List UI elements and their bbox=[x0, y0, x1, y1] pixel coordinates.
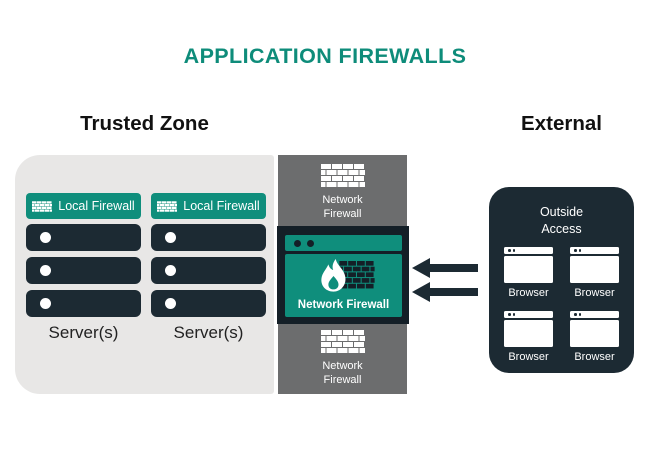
traffic-arrow-left-icon bbox=[412, 281, 478, 302]
window-dot-icon bbox=[578, 313, 581, 316]
browser-body bbox=[570, 255, 619, 283]
led-dot-icon bbox=[165, 298, 176, 309]
local-firewall-badge: Local Firewall bbox=[26, 193, 141, 219]
server-bar bbox=[26, 290, 141, 317]
browser-window: Browser bbox=[570, 246, 619, 299]
server-bar bbox=[151, 257, 266, 284]
arrowhead-icon bbox=[412, 257, 430, 278]
brick-wall-icon bbox=[320, 164, 365, 187]
external-zone-heading: External bbox=[521, 112, 602, 135]
outside-access-title: Outside Access bbox=[539, 205, 584, 236]
browser-label: Browser bbox=[574, 286, 615, 299]
trusted-zone-heading: Trusted Zone bbox=[80, 112, 209, 135]
local-firewall-label: Local Firewall bbox=[58, 199, 135, 213]
outside-access-box: Outside Access Browser Browser Bro bbox=[489, 187, 634, 373]
server-bar bbox=[26, 224, 141, 251]
window-dot-icon bbox=[508, 313, 511, 316]
traffic-arrow-left-icon bbox=[412, 257, 478, 278]
led-dot-icon bbox=[165, 265, 176, 276]
browser-window: Browser bbox=[570, 310, 619, 363]
firewall-flame-icon bbox=[313, 255, 375, 299]
server-bar bbox=[26, 257, 141, 284]
network-firewall-label: Network Firewall bbox=[322, 194, 363, 221]
brick-wall-icon bbox=[157, 200, 178, 212]
brick-wall-icon bbox=[320, 330, 365, 353]
trusted-zone-box: Local Firewall Server(s) Local Firewall bbox=[15, 155, 274, 394]
browser-body bbox=[504, 255, 553, 283]
window-dot-icon bbox=[574, 313, 577, 316]
browser-body bbox=[570, 319, 619, 347]
window-dot-icon bbox=[512, 249, 515, 252]
server-column-1: Local Firewall Server(s) bbox=[26, 193, 141, 343]
brick-wall-icon bbox=[32, 200, 53, 212]
server-bar bbox=[151, 290, 266, 317]
window-dot-icon bbox=[508, 249, 511, 252]
server-group-label: Server(s) bbox=[173, 323, 244, 342]
browser-titlebar bbox=[570, 246, 619, 254]
local-firewall-label: Local Firewall bbox=[183, 199, 260, 213]
server-column-2: Local Firewall Server(s) bbox=[151, 193, 266, 343]
browser-body bbox=[504, 319, 553, 347]
local-firewall-badge: Local Firewall bbox=[151, 193, 266, 219]
flame-icon bbox=[317, 255, 351, 297]
window-dot-icon bbox=[578, 249, 581, 252]
network-firewall-appliance: Network Firewall bbox=[277, 226, 409, 324]
arrow-shaft bbox=[430, 287, 478, 296]
window-dot-icon bbox=[512, 313, 515, 316]
browser-titlebar bbox=[570, 310, 619, 318]
network-firewall-bottom: Network Firewall bbox=[278, 330, 407, 388]
browser-label: Browser bbox=[508, 286, 549, 299]
led-dot-icon bbox=[40, 298, 51, 309]
network-firewall-label: Network Firewall bbox=[322, 360, 363, 387]
arrowhead-icon bbox=[412, 281, 430, 302]
window-dot-icon bbox=[574, 249, 577, 252]
server-group-label: Server(s) bbox=[48, 323, 119, 342]
browser-window: Browser bbox=[504, 246, 553, 299]
window-dot-icon bbox=[307, 239, 314, 247]
led-dot-icon bbox=[40, 265, 51, 276]
page-title: APPLICATION FIREWALLS bbox=[183, 44, 467, 68]
browser-titlebar bbox=[504, 310, 553, 318]
browser-label: Browser bbox=[574, 350, 615, 363]
arrow-shaft bbox=[430, 263, 478, 272]
browser-label: Browser bbox=[508, 350, 549, 363]
network-firewall-appliance-label: Network Firewall bbox=[297, 299, 390, 311]
server-bar bbox=[151, 224, 266, 251]
browser-window: Browser bbox=[504, 310, 553, 363]
window-dot-icon bbox=[294, 239, 301, 247]
led-dot-icon bbox=[165, 232, 176, 243]
led-dot-icon bbox=[40, 232, 51, 243]
browser-grid: Browser Browser Browser Browser bbox=[489, 246, 634, 363]
network-firewall-top: Network Firewall bbox=[278, 164, 407, 222]
browser-titlebar bbox=[504, 246, 553, 254]
appliance-titlebar bbox=[285, 235, 402, 251]
appliance-body: Network Firewall bbox=[285, 254, 402, 317]
